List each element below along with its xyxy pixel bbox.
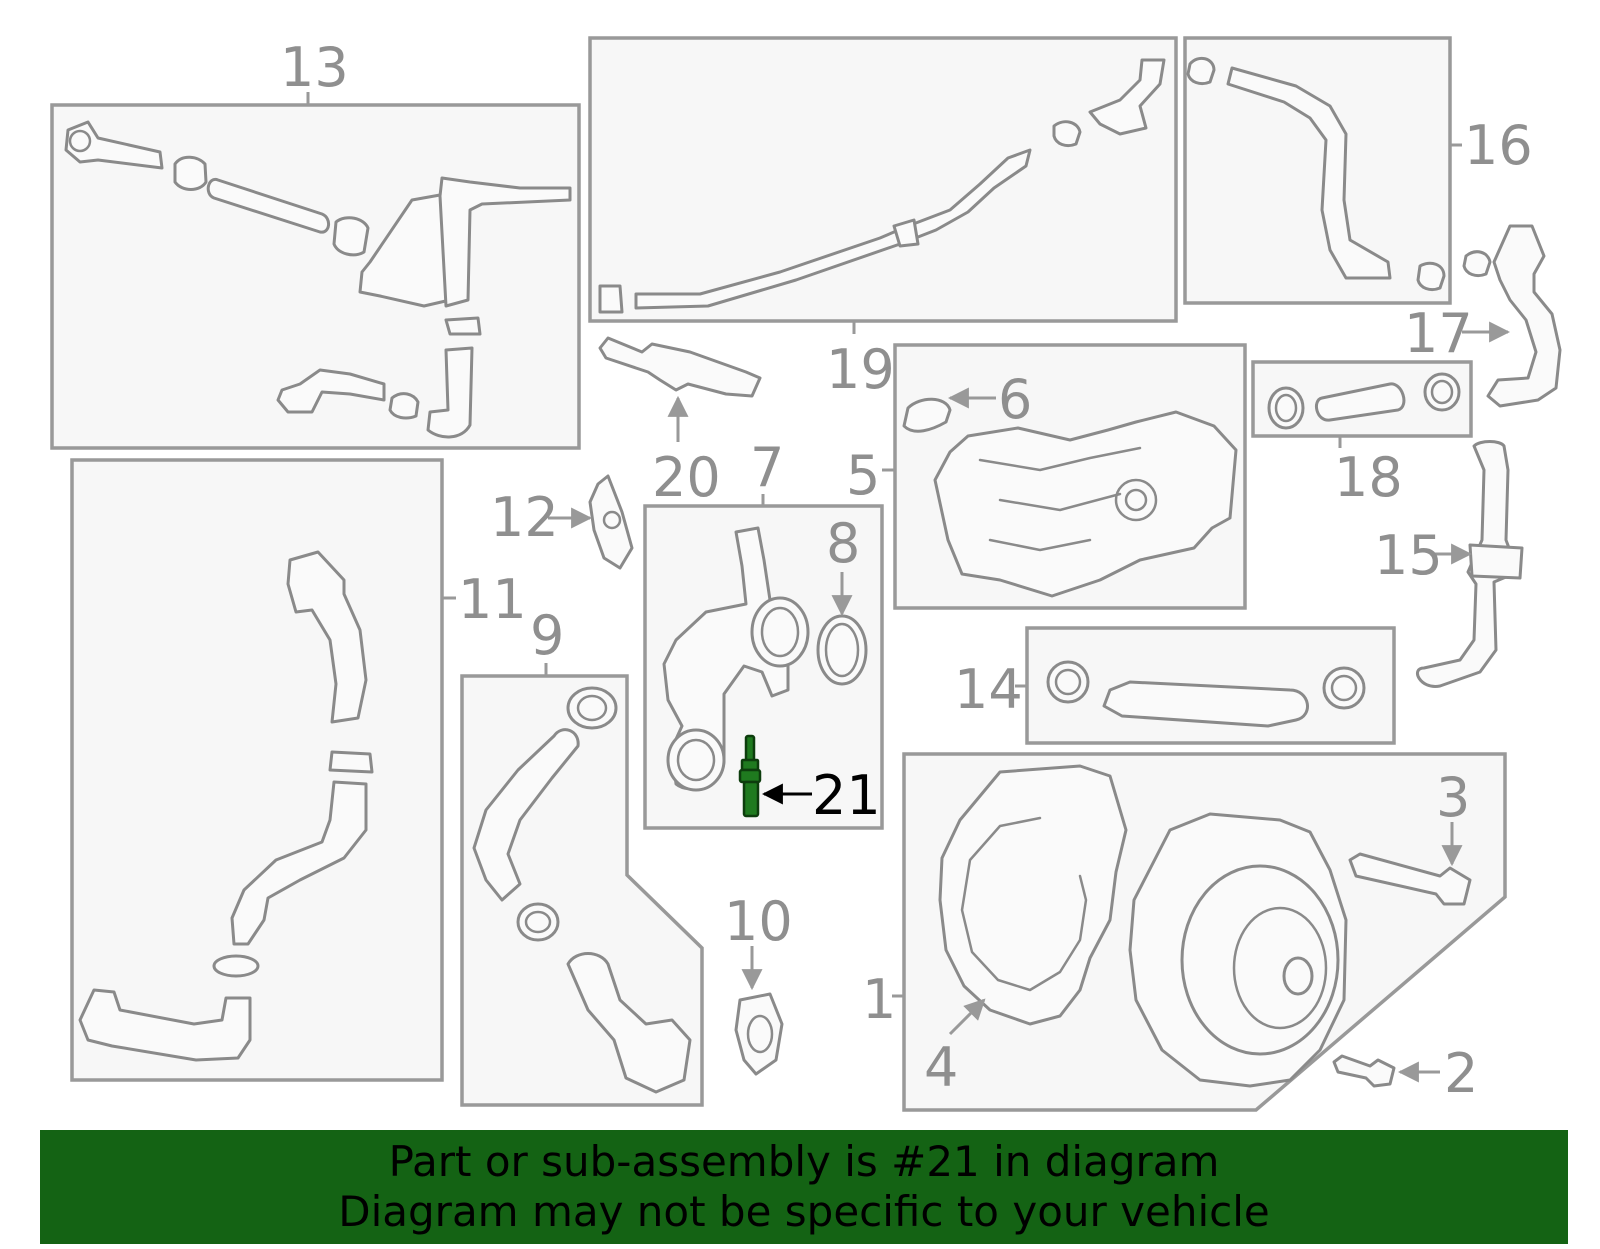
- callout-14: 14: [954, 658, 1023, 721]
- callout-4: 4: [924, 1036, 958, 1099]
- callout-12: 12: [490, 486, 559, 549]
- bolt-3: [1348, 852, 1472, 906]
- bolt-2: [1332, 1054, 1396, 1088]
- callout-3: 3: [1436, 766, 1470, 829]
- banner-line-2: Diagram may not be specific to your vehi…: [338, 1187, 1270, 1236]
- callout-16: 16: [1464, 114, 1533, 177]
- box-11: [70, 458, 444, 1082]
- pipe-19: [598, 58, 1166, 314]
- callout-1: 1: [862, 968, 896, 1031]
- callout-8: 8: [826, 512, 860, 575]
- gasket-12: [588, 474, 634, 570]
- hose-16: [1186, 56, 1446, 292]
- water-pump-1: [938, 764, 1348, 1088]
- callout-7: 7: [750, 436, 784, 499]
- gasket-10: [734, 992, 784, 1076]
- callout-21: 21: [812, 764, 881, 827]
- callout-13: 13: [280, 36, 349, 99]
- callout-17: 17: [1404, 302, 1473, 365]
- callout-19: 19: [826, 338, 895, 401]
- box-19: [588, 36, 1178, 323]
- callout-15: 15: [1374, 524, 1443, 587]
- callout-18: 18: [1334, 446, 1403, 509]
- sensor-21-highlighted: [738, 734, 762, 818]
- hose-assembly-13: [64, 120, 572, 439]
- hose-17: [1462, 224, 1562, 408]
- callout-11: 11: [458, 568, 527, 631]
- callout-10: 10: [724, 890, 793, 953]
- callout-20: 20: [652, 446, 721, 509]
- hose-18: [1267, 372, 1461, 430]
- callout-5: 5: [846, 444, 880, 507]
- callout-6: 6: [998, 368, 1032, 431]
- housing-5: [902, 397, 1238, 598]
- callout-2: 2: [1444, 1042, 1478, 1105]
- hose-15: [1416, 440, 1524, 688]
- hose-9: [472, 686, 692, 1094]
- callout-9: 9: [530, 604, 564, 667]
- pipe-11: [78, 550, 374, 1062]
- outlet-7: [662, 526, 868, 792]
- hose-14: [1046, 660, 1366, 728]
- sensor-20: [598, 336, 762, 398]
- info-banner: Part or sub-assembly is #21 in diagram D…: [40, 1130, 1568, 1244]
- box-16: [1183, 36, 1452, 305]
- banner-line-1: Part or sub-assembly is #21 in diagram: [388, 1137, 1220, 1186]
